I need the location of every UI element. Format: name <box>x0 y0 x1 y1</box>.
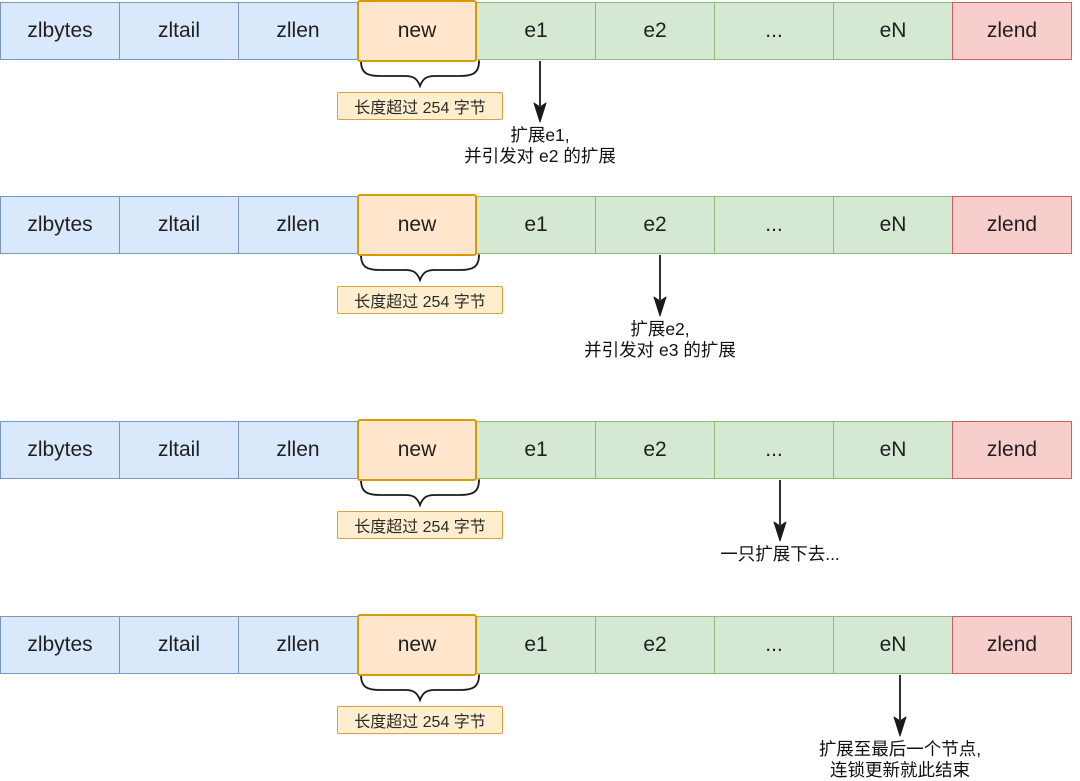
brace-label: 长度超过 254 字节 <box>337 511 503 539</box>
cell-label: zlend <box>986 19 1038 42</box>
down-arrow-icon <box>653 255 667 317</box>
ziplist-cells: zlbytes zltail zllen new e1 e2... eN zlend <box>0 419 1072 481</box>
cell-label: zllen <box>276 633 320 656</box>
cell-label: zltail <box>157 633 200 656</box>
cell-label: e2 <box>643 633 667 656</box>
cell-label: ... <box>765 213 783 236</box>
cell-label: e1 <box>524 19 548 42</box>
ziplist-cells: zlbytes zltail zllen new e1 e2... eN zlend <box>0 614 1072 676</box>
down-arrow-icon <box>773 480 787 542</box>
cell-label: zllen <box>276 19 320 42</box>
curly-brace <box>360 479 480 508</box>
ziplist-cells: zlbytes zltail zllen new e1 e2... eN zlend <box>0 194 1072 256</box>
cell-zltail: zltail <box>119 2 239 60</box>
cell-label: e2 <box>643 438 667 461</box>
ziplist-cells: zlbytes zltail zllen new e1 e2... eN zlend <box>0 0 1072 62</box>
cell-label: ... <box>765 19 783 42</box>
annotation-line: 扩展e2, <box>630 319 690 339</box>
annotation-text: 扩展e1,并引发对 e2 的扩展 <box>380 125 700 167</box>
cell-e2: e2 <box>595 421 715 479</box>
annotation-line: 一只扩展下去... <box>720 544 840 564</box>
cell-zltail: zltail <box>119 616 239 674</box>
cell-e1: e1 <box>476 421 596 479</box>
annotation-text: 一只扩展下去... <box>620 544 940 565</box>
cell-e1: e1 <box>476 616 596 674</box>
cell-new: new <box>357 194 477 256</box>
curly-brace <box>360 254 480 283</box>
annotation-line: 扩展e1, <box>510 125 570 145</box>
cell-ellipsis: ... <box>714 421 834 479</box>
cell-label: new <box>397 633 437 656</box>
curly-brace <box>360 60 480 89</box>
cell-label: zlend <box>986 438 1038 461</box>
cell-label: e1 <box>524 438 548 461</box>
cell-ellipsis: ... <box>714 196 834 254</box>
cell-label: eN <box>879 213 907 236</box>
cell-label: ... <box>765 438 783 461</box>
cell-e1: e1 <box>476 196 596 254</box>
curly-brace <box>360 674 480 703</box>
down-arrow-icon <box>893 675 907 737</box>
cell-en: eN <box>833 421 953 479</box>
cell-label: new <box>397 213 437 236</box>
cell-label: zlbytes <box>27 438 93 461</box>
cell-label: zlend <box>986 213 1038 236</box>
cell-e2: e2 <box>595 616 715 674</box>
cell-new: new <box>357 614 477 676</box>
cell-zllen: zllen <box>238 421 358 479</box>
cell-label: new <box>397 438 437 461</box>
cell-en: eN <box>833 196 953 254</box>
cell-label: zlbytes <box>27 633 93 656</box>
cell-label: zllen <box>276 213 320 236</box>
cell-zllen: zllen <box>238 2 358 60</box>
cell-zlend: zlend <box>952 2 1072 60</box>
cell-zltail: zltail <box>119 421 239 479</box>
annotation-text: 扩展至最后一个节点,连锁更新就此结束 <box>740 739 1060 781</box>
annotation-line: 扩展至最后一个节点, <box>818 739 982 759</box>
cell-e2: e2 <box>595 196 715 254</box>
cell-zlbytes: zlbytes <box>0 2 120 60</box>
brace-label: 长度超过 254 字节 <box>337 92 503 120</box>
cell-label: eN <box>879 438 907 461</box>
cell-label: zltail <box>157 438 200 461</box>
cell-ellipsis: ... <box>714 616 834 674</box>
cell-zlend: zlend <box>952 421 1072 479</box>
cell-label: e1 <box>524 633 548 656</box>
down-arrow-icon <box>533 61 547 123</box>
cell-label: zltail <box>157 19 200 42</box>
cell-label: zlbytes <box>27 213 93 236</box>
cell-zlbytes: zlbytes <box>0 616 120 674</box>
cell-zlbytes: zlbytes <box>0 196 120 254</box>
cell-zlend: zlend <box>952 196 1072 254</box>
brace-label: 长度超过 254 字节 <box>337 286 503 314</box>
cell-new: new <box>357 0 477 62</box>
cell-label: new <box>397 19 437 42</box>
cell-e1: e1 <box>476 2 596 60</box>
annotation-line: 连锁更新就此结束 <box>830 760 970 780</box>
cell-en: eN <box>833 2 953 60</box>
cell-label: zlend <box>986 633 1038 656</box>
cell-zltail: zltail <box>119 196 239 254</box>
annotation-text: 扩展e2,并引发对 e3 的扩展 <box>500 319 820 361</box>
cell-zllen: zllen <box>238 616 358 674</box>
cell-label: zllen <box>276 438 320 461</box>
cell-new: new <box>357 419 477 481</box>
cell-zllen: zllen <box>238 196 358 254</box>
cell-label: eN <box>879 633 907 656</box>
cell-label: ... <box>765 633 783 656</box>
cell-zlbytes: zlbytes <box>0 421 120 479</box>
cell-label: e2 <box>643 19 667 42</box>
annotation-line: 并引发对 e3 的扩展 <box>584 340 736 360</box>
cell-label: eN <box>879 19 907 42</box>
annotation-line: 并引发对 e2 的扩展 <box>464 146 616 166</box>
cell-label: zltail <box>157 213 200 236</box>
cell-e2: e2 <box>595 2 715 60</box>
cell-label: zlbytes <box>27 19 93 42</box>
brace-label: 长度超过 254 字节 <box>337 706 503 734</box>
cell-en: eN <box>833 616 953 674</box>
cell-label: e1 <box>524 213 548 236</box>
cell-ellipsis: ... <box>714 2 834 60</box>
cell-label: e2 <box>643 213 667 236</box>
cell-zlend: zlend <box>952 616 1072 674</box>
